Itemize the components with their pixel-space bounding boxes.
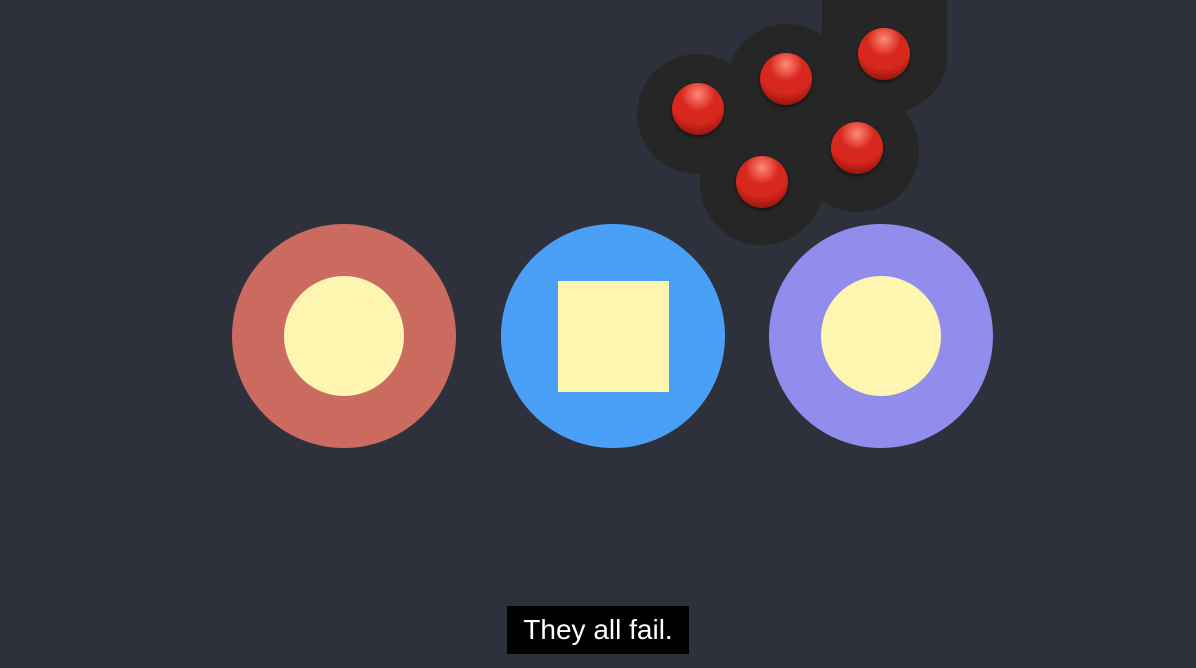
blue-square-button[interactable] (501, 224, 725, 448)
subtitle-caption: They all fail. (507, 606, 689, 654)
red-bead[interactable] (831, 122, 883, 174)
red-ring-button[interactable] (232, 224, 456, 448)
red-bead[interactable] (760, 53, 812, 105)
purple-ring-button[interactable] (769, 224, 993, 448)
circle-icon (821, 276, 941, 396)
red-bead[interactable] (858, 28, 910, 80)
square-icon (557, 280, 669, 392)
red-bead[interactable] (672, 83, 724, 135)
circle-icon (284, 276, 404, 396)
red-bead[interactable] (736, 156, 788, 208)
